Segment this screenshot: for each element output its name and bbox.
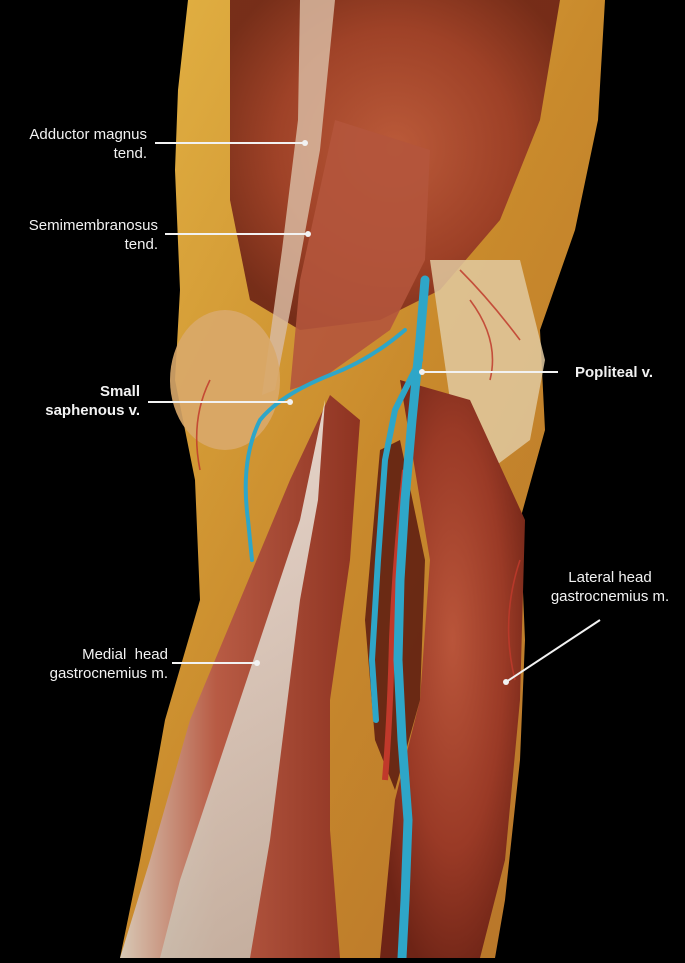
label-semimembranosus-line1: Semimembranosus [28, 217, 158, 234]
label-lateral-head-line2: gastrocnemius m. [550, 588, 670, 605]
lateral-gastrocnemius [380, 380, 525, 958]
leader-dot [305, 231, 311, 237]
label-medial-head-line1: Medial head [82, 646, 168, 663]
adductor-magnus-tendon [262, 0, 335, 395]
label-popliteal: Popliteal v. [575, 363, 653, 382]
leader-lines [148, 142, 601, 683]
medial-head-aponeurosis [160, 400, 325, 958]
label-medial-head: Medial head gastrocnemius m. [0, 645, 168, 683]
leader-dot [302, 140, 308, 146]
leader-dot [287, 399, 293, 405]
leader-dot [254, 660, 260, 666]
popliteal-vein-tributary [368, 357, 423, 723]
label-semimembranosus: Semimembranosus tend. [0, 216, 158, 254]
superficial-arteries [195, 269, 521, 681]
small-saphenous-vein [243, 328, 407, 562]
leader-dots [254, 140, 509, 685]
popliteal-vein [393, 275, 430, 963]
label-adductor-magnus: Adductor magnus tend. [0, 125, 147, 163]
label-lateral-head: Lateral head gastrocnemius m. [535, 568, 685, 606]
label-small-saphenous-line1: Small [99, 383, 140, 400]
label-small-saphenous: Small saphenous v. [0, 382, 140, 420]
label-adductor-magnus-line1: Adductor magnus [29, 126, 147, 143]
leader-lateral-head [505, 619, 601, 683]
semimembranosus-muscle [290, 120, 430, 390]
medial-condyle [170, 310, 280, 450]
label-popliteal-line1: Popliteal v. [575, 364, 654, 381]
lateral-fat-pad [430, 260, 545, 470]
leader-dot [503, 679, 509, 685]
label-small-saphenous-line2: saphenous v. [45, 402, 140, 419]
label-medial-head-line2: gastrocnemius m. [49, 665, 168, 682]
label-adductor-magnus-line2: tend. [113, 145, 147, 162]
label-lateral-head-line1: Lateral head [568, 569, 652, 586]
label-semimembranosus-line2: tend. [124, 236, 158, 253]
leader-dot [419, 369, 425, 375]
